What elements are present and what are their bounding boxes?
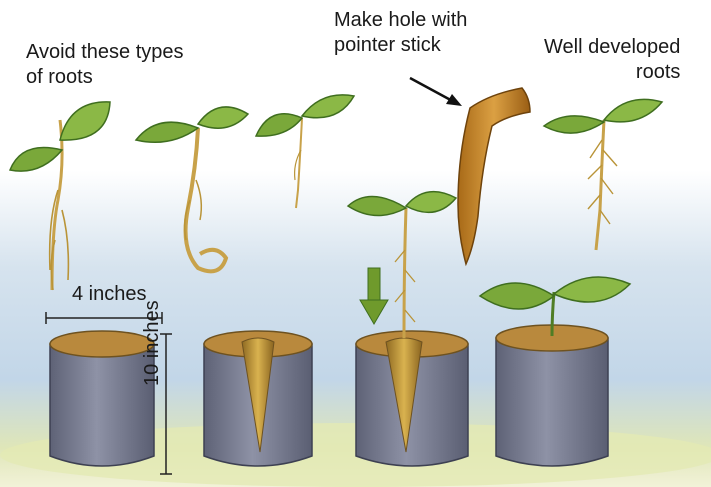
avoid-roots-caption: Avoid these types of roots: [26, 40, 184, 90]
pot-empty: [50, 331, 154, 466]
make-hole-line-2: pointer stick: [334, 33, 467, 58]
avoid-roots-line-2: of roots: [26, 65, 184, 90]
pot-height-label: 10 inches: [140, 300, 165, 386]
pot-width-label: 4 inches: [72, 282, 147, 307]
pot-with-hole: [204, 331, 312, 466]
avoid-roots-line-1: Avoid these types: [26, 40, 184, 65]
well-developed-line-1: Well developed: [544, 35, 680, 60]
well-developed-line-2: roots: [544, 60, 680, 85]
well-developed-caption: Well developed roots: [544, 35, 680, 85]
make-hole-caption: Make hole with pointer stick: [334, 8, 467, 58]
make-hole-line-1: Make hole with: [334, 8, 467, 33]
